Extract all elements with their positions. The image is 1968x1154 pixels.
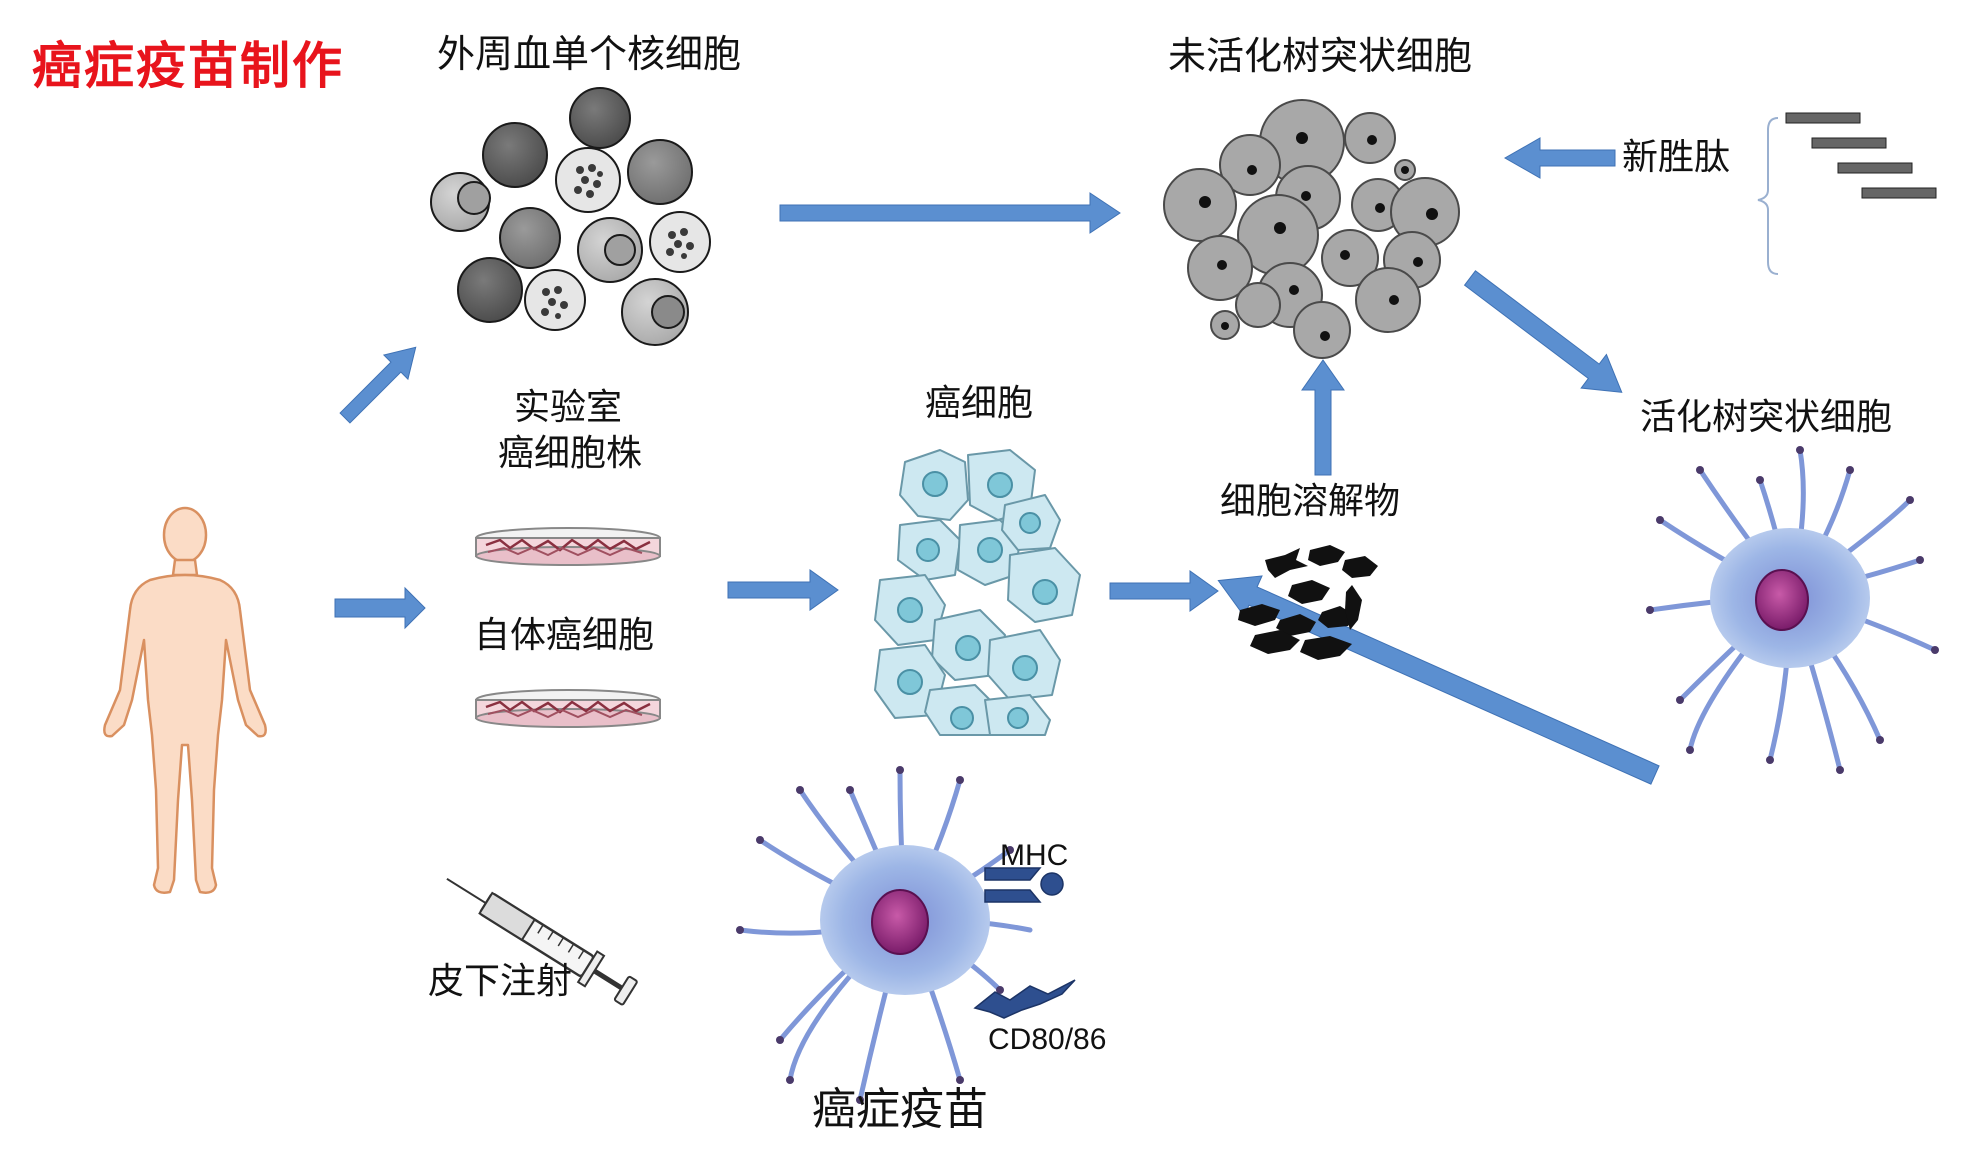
arrow-cancer-to-lysate (1109, 570, 1219, 612)
cancer-cell-nuclei (897, 471, 1058, 730)
cd80-receptor-icon (973, 979, 1076, 1019)
label-lysate: 细胞溶解物 (1220, 481, 1401, 522)
syringe-icon (446, 877, 638, 1006)
petri-dish-autologous-icon (475, 689, 661, 728)
arrow-peptide-to-dc (1503, 137, 1616, 179)
mhc-receptor-icon (984, 867, 1064, 903)
label-mature-dc: 活化树突状细胞 (1640, 397, 1893, 438)
label-vaccine: 癌症疫苗 (812, 1084, 988, 1135)
pbmc-granules (541, 164, 694, 319)
arrow-dishes-to-cancer-cells (727, 569, 839, 611)
peptide-bars-icon (1757, 112, 1937, 275)
arrow-lysate-to-immature-dc (1301, 359, 1345, 476)
human-figure-icon (103, 506, 267, 894)
arrow-human-to-pbmc (339, 346, 417, 424)
immature-dc-nuclei (1199, 132, 1438, 341)
mature-dc-icon (1646, 446, 1939, 774)
page-title: 癌症疫苗制作 (32, 37, 344, 95)
pbmc-cluster (430, 87, 711, 346)
label-pbmc: 外周血单个核细胞 (437, 32, 742, 76)
arrow-human-to-cells (334, 586, 426, 630)
petri-dish-lab-icon (475, 527, 661, 566)
vaccine-dc-icon (736, 766, 1033, 1104)
label-immature-dc: 未活化树突状细胞 (1168, 34, 1473, 78)
arrow-pbmc-to-immature-dc (779, 192, 1121, 234)
label-lab-line2: 癌细胞株 (497, 433, 642, 474)
label-autologous: 自体癌细胞 (474, 615, 655, 656)
arrow-immature-to-mature-dc (1463, 270, 1623, 393)
arrow-mature-dc-to-vaccine (1217, 575, 1660, 785)
cell-lysate-fragments (1238, 545, 1378, 660)
label-neoantigen: 新胜肽 (1622, 137, 1731, 178)
label-cancer-cells: 癌细胞 (925, 383, 1034, 424)
immature-dc-cluster (1163, 99, 1460, 359)
label-injection: 皮下注射 (428, 961, 573, 1002)
label-cd80: CD80/86 (988, 1023, 1107, 1056)
label-mhc: MHC (1000, 839, 1069, 872)
label-lab-line1: 实验室 (513, 387, 622, 428)
